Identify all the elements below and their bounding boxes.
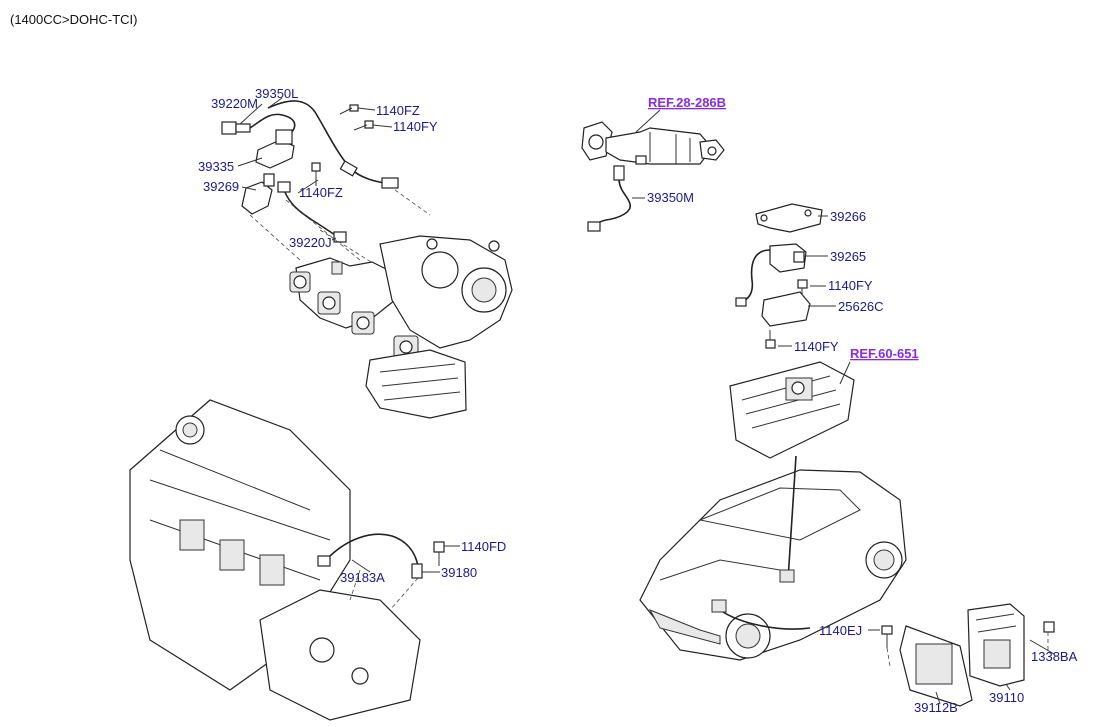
label-1338ba[interactable]: 1338BA xyxy=(1031,649,1078,664)
ecu-mount-guide xyxy=(886,632,1049,667)
ref-exhaust-link[interactable]: REF.28-286B xyxy=(648,95,726,110)
mount-guide-upper xyxy=(249,189,431,281)
engine-block-icon xyxy=(129,399,421,721)
label-1140fy-b[interactable]: 1140FY xyxy=(828,278,873,293)
mount-guide-lower xyxy=(349,569,419,611)
ecu-bracket-39112b-icon xyxy=(899,625,973,707)
label-1140ej[interactable]: 1140EJ xyxy=(819,623,862,638)
label-39350m[interactable]: 39350M xyxy=(647,190,694,205)
label-39350l[interactable]: 39350L xyxy=(255,86,298,101)
label-39220j[interactable]: 39220J xyxy=(289,235,332,250)
nut-1338ba-icon xyxy=(1043,621,1055,633)
label-1140fy-c[interactable]: 1140FY xyxy=(794,339,839,354)
sensor-39220j-icon xyxy=(277,181,347,243)
sensor-39265-icon xyxy=(735,243,807,307)
bracket-39266-icon xyxy=(755,203,823,233)
bracket-25626c-icon xyxy=(761,291,811,327)
label-39265[interactable]: 39265 xyxy=(830,249,866,264)
label-25626c[interactable]: 25626C xyxy=(838,299,884,314)
bracket-39269-icon xyxy=(241,173,275,215)
label-39183a[interactable]: 39183A xyxy=(340,570,385,585)
label-1140fz-a[interactable]: 1140FZ xyxy=(376,103,420,118)
bolt-1140fd-icon xyxy=(433,541,445,566)
harness-39350l-icon xyxy=(267,100,399,189)
bolt-1140fy-c-icon xyxy=(765,330,776,349)
label-39180[interactable]: 39180 xyxy=(441,565,477,580)
sensor-39180-icon xyxy=(317,533,423,579)
label-1140fz-b[interactable]: 1140FZ xyxy=(299,185,343,200)
label-39266[interactable]: 39266 xyxy=(830,209,866,224)
bolt-1140fz-b-icon xyxy=(311,162,321,186)
sensor-39220m-icon xyxy=(221,113,296,135)
bolt-1140ej-icon xyxy=(881,625,893,648)
turbo-manifold-icon xyxy=(289,235,513,419)
floor-panel-icon xyxy=(729,361,855,459)
ecu-39110-icon xyxy=(967,603,1025,687)
label-39269[interactable]: 39269 xyxy=(203,179,239,194)
exhaust-pipe-catalyst-icon xyxy=(581,121,725,165)
label-39112b[interactable]: 39112B xyxy=(914,700,958,715)
diagram-title: (1400CC>DOHC-TCI) xyxy=(10,12,138,27)
vehicle-icon xyxy=(639,455,907,661)
bolt-1140fy-a-icon xyxy=(353,120,374,131)
oxygen-sensor-group-upper xyxy=(221,97,399,243)
bracket-39335-icon xyxy=(255,129,295,169)
label-1140fd[interactable]: 1140FD xyxy=(461,539,506,554)
label-1140fy-a[interactable]: 1140FY xyxy=(393,119,438,134)
label-39335[interactable]: 39335 xyxy=(198,159,234,174)
ref-body-link[interactable]: REF.60-651 xyxy=(850,346,919,361)
sensor-39350m-icon xyxy=(587,165,631,232)
label-39110[interactable]: 39110 xyxy=(989,690,1024,705)
label-39220m[interactable]: 39220M xyxy=(211,96,258,111)
bolt-1140fz-a-icon xyxy=(339,104,359,115)
